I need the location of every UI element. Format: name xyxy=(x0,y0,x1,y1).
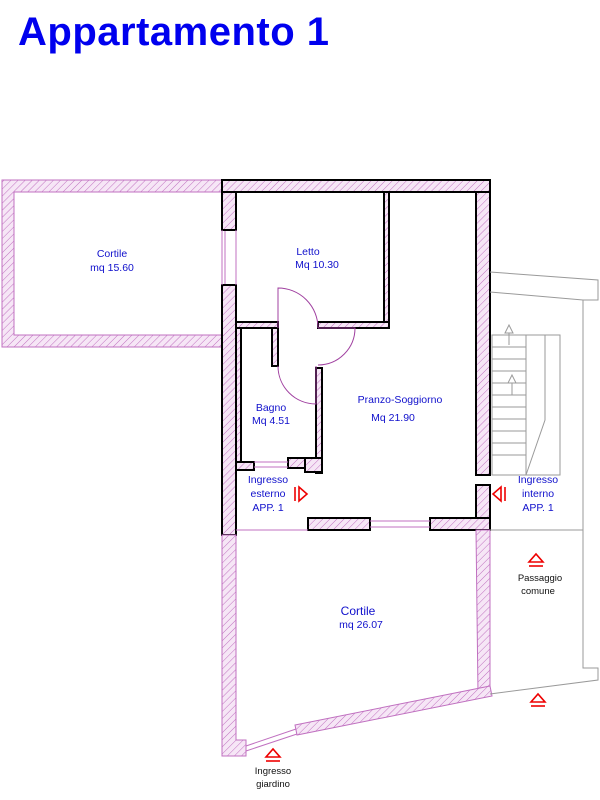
entrance-arrow-stair-icon xyxy=(529,692,547,707)
entrance-arrow-esterno-icon xyxy=(294,485,309,503)
room-label-cortile-nord: Cortile mq 15.60 xyxy=(90,248,134,274)
entrance-arrow-interno-icon xyxy=(491,485,506,503)
svg-text:mq 15.60: mq 15.60 xyxy=(90,262,134,274)
room-label-cortile-sud: Cortile mq 26.07 xyxy=(339,604,383,631)
entrance-label-interno: Ingresso interno APP. 1 xyxy=(518,474,558,514)
cortile-sud-wall xyxy=(221,529,493,757)
window-lines xyxy=(221,230,430,528)
svg-text:Bagno: Bagno xyxy=(256,402,287,414)
svg-text:interno: interno xyxy=(522,488,554,500)
svg-text:Ingresso: Ingresso xyxy=(248,474,288,486)
entrance-label-esterno: Ingresso esterno APP. 1 xyxy=(248,474,288,514)
entrance-arrow-giardino-icon xyxy=(264,747,282,762)
svg-text:Mq 4.51: Mq 4.51 xyxy=(252,415,290,427)
svg-text:Mq 10.30: Mq 10.30 xyxy=(295,259,339,271)
entrance-label-giardino: Ingresso giardino xyxy=(255,766,291,790)
svg-text:APP. 1: APP. 1 xyxy=(252,502,283,514)
entrance-label-passaggio: Passaggio comune xyxy=(518,573,562,597)
svg-text:Ingresso: Ingresso xyxy=(518,474,558,486)
svg-text:Ingresso: Ingresso xyxy=(255,766,291,777)
svg-text:comune: comune xyxy=(521,586,555,597)
svg-text:giardino: giardino xyxy=(256,779,290,790)
svg-text:APP. 1: APP. 1 xyxy=(522,502,553,514)
room-label-letto: Letto Mq 10.30 xyxy=(295,246,339,271)
page-title: Appartamento 1 xyxy=(18,10,330,54)
svg-text:esterno: esterno xyxy=(250,488,285,500)
svg-text:Letto: Letto xyxy=(296,246,320,258)
svg-text:mq 26.07: mq 26.07 xyxy=(339,619,383,631)
room-label-bagno: Bagno Mq 4.51 xyxy=(252,402,290,427)
door-arcs xyxy=(277,287,356,405)
stairwell xyxy=(489,271,599,695)
entrance-arrow-passaggio-icon xyxy=(527,552,545,567)
room-label-pranzo: Pranzo-Soggiorno Mq 21.90 xyxy=(358,394,443,424)
svg-text:Passaggio: Passaggio xyxy=(518,573,562,584)
svg-text:Cortile: Cortile xyxy=(341,604,376,618)
svg-text:Mq 21.90: Mq 21.90 xyxy=(371,412,415,424)
apartment-walls xyxy=(221,179,491,536)
svg-text:Cortile: Cortile xyxy=(97,248,128,260)
svg-text:Pranzo-Soggiorno: Pranzo-Soggiorno xyxy=(358,394,443,406)
